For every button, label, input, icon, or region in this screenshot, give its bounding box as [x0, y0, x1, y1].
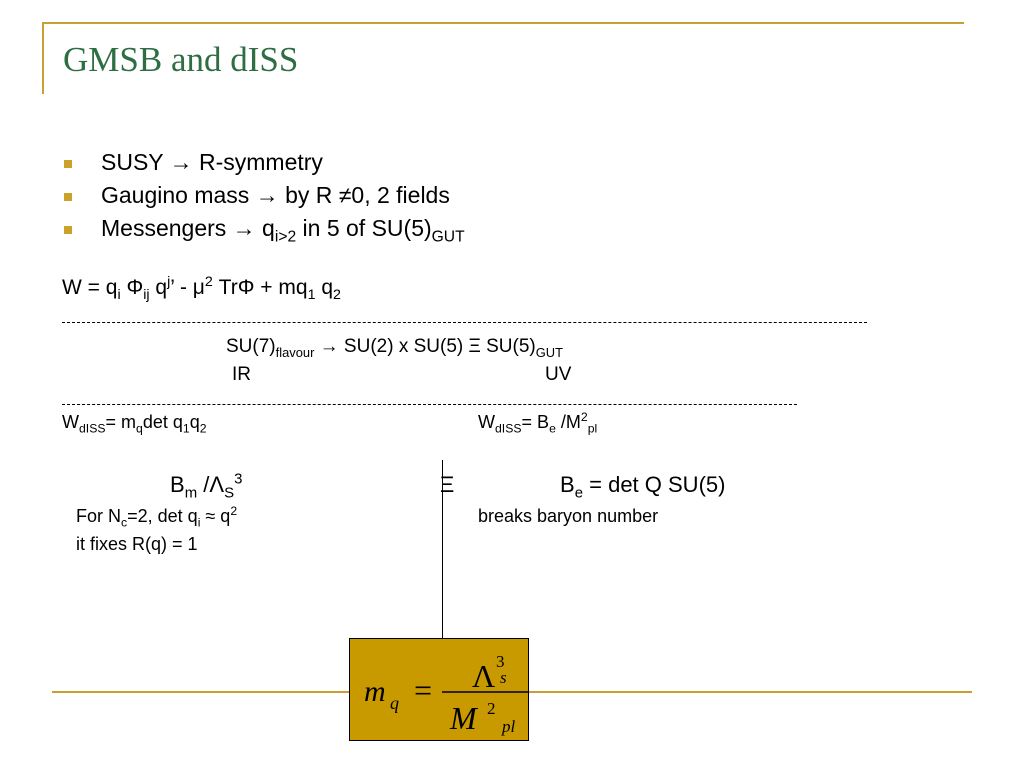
- quark-mass-formula-box: m q = Λ 3 s M 2 pl: [349, 638, 529, 741]
- flavour-symmetry-line: SU(7)flavour → SU(2) x SU(5) Ξ SU(5)GUT: [226, 336, 563, 360]
- formula-equals: =: [414, 672, 432, 708]
- formula-cube: 3: [496, 652, 505, 671]
- formula-lambda: Λ: [472, 658, 495, 694]
- w-diss-uv: WdISS= Be /M2pl: [478, 410, 598, 436]
- nc-note: For Nc=2, det qi ≈ q2: [76, 504, 238, 530]
- w-diss-ir: WdISS= mqdet q1q2: [62, 412, 207, 436]
- bullet-square-icon: [64, 226, 72, 234]
- formula-s: s: [500, 668, 507, 687]
- formula-m: m: [364, 675, 386, 708]
- dashed-separator-2: [62, 404, 797, 405]
- ir-label: IR: [232, 364, 251, 385]
- formula-M: M: [449, 700, 479, 736]
- left-rule: [42, 22, 44, 94]
- bullet-susy: SUSY → R-symmetry: [64, 146, 465, 179]
- bullet-list: SUSY → R-symmetry Gaugino mass → by R ≠0…: [64, 146, 465, 245]
- baryon-note: breaks baryon number: [478, 506, 659, 526]
- dashed-separator-1: [62, 322, 867, 323]
- bullet-square-icon: [64, 193, 72, 201]
- formula-q: q: [390, 693, 399, 713]
- bullet-square-icon: [64, 160, 72, 168]
- right-arrow-icon: →: [319, 336, 339, 357]
- xi-symbol: Ξ: [440, 472, 455, 497]
- quark-mass-formula: m q = Λ 3 s M 2 pl: [364, 652, 528, 736]
- bm-ratio: Bm /ΛS3: [170, 470, 243, 502]
- uv-label: UV: [545, 364, 572, 385]
- slide-title: GMSB and dISS: [63, 40, 299, 79]
- be-equation: Be = det Q SU(5): [560, 472, 726, 502]
- right-arrow-icon: →: [255, 182, 279, 208]
- r-charge-note: it fixes R(q) = 1: [76, 534, 198, 554]
- top-rule: [42, 22, 964, 24]
- formula-pl: pl: [501, 717, 516, 736]
- right-arrow-icon: →: [169, 149, 193, 175]
- formula-square: 2: [487, 699, 496, 718]
- bullet-messengers: Messengers → qi>2 in 5 of SU(5)GUT: [64, 212, 465, 245]
- bullet-gaugino: Gaugino mass → by R ≠0, 2 fields: [64, 179, 465, 212]
- right-arrow-icon: →: [232, 215, 256, 241]
- superpotential-equation: W = qi Φij qj’ - μ2 TrΦ + mq1 q2: [62, 274, 341, 304]
- vertical-connector: [442, 460, 443, 638]
